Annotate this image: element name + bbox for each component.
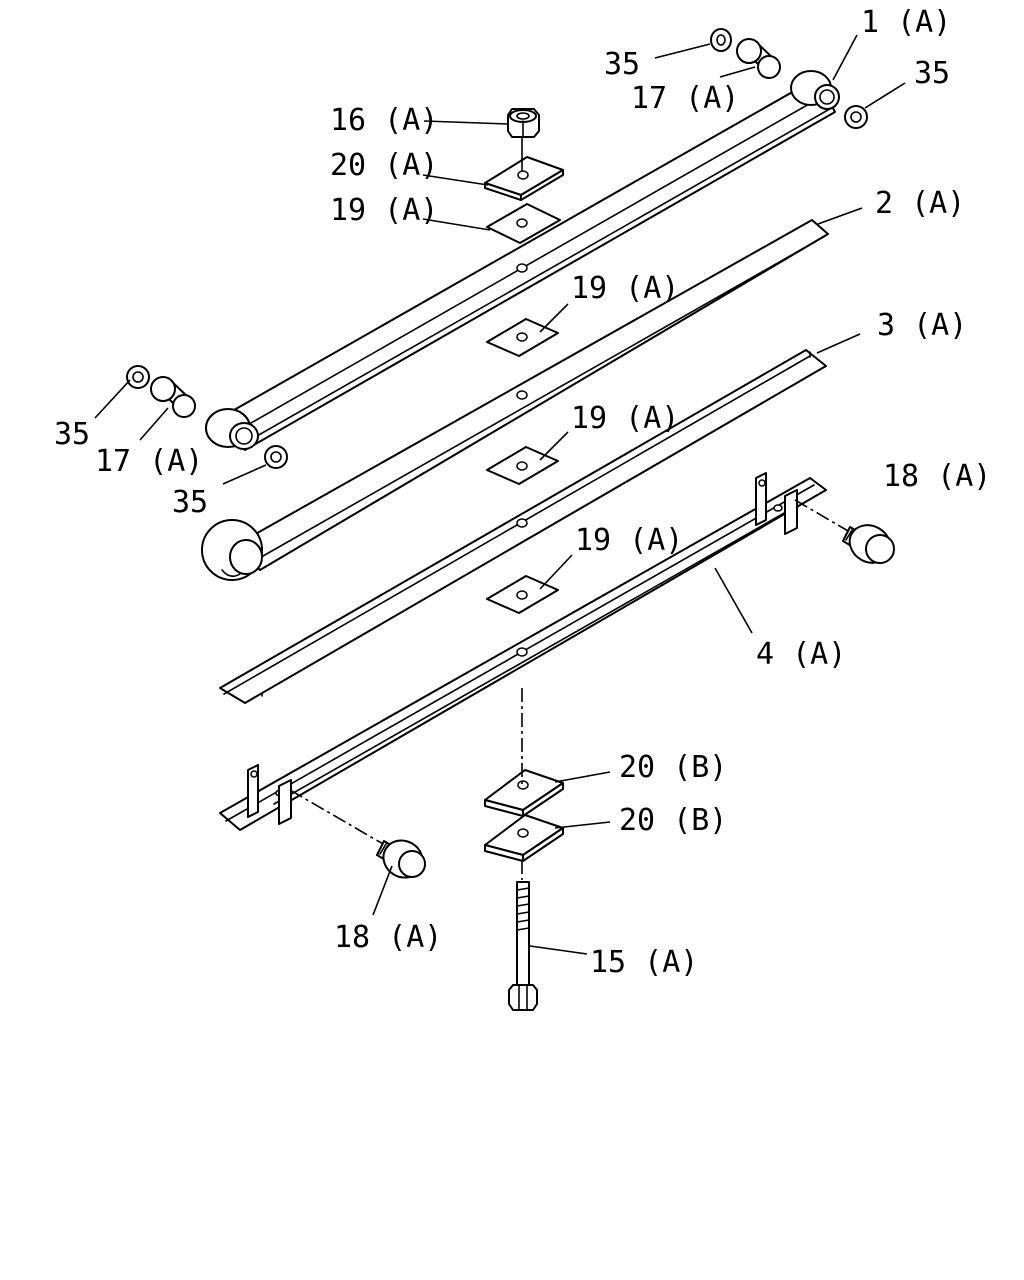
pad-19a-3	[486, 446, 559, 485]
label-1a: 1 (A)	[861, 5, 951, 40]
label-17a-left: 17 (A)	[95, 444, 203, 479]
label-35-right: 35	[914, 56, 950, 91]
leaf-3	[219, 349, 827, 704]
label-19a-4: 19 (A)	[575, 523, 683, 558]
label-20b-2: 20 (B)	[619, 803, 727, 838]
leaf-1-left-eye	[205, 408, 259, 450]
leaf-2	[201, 219, 829, 581]
washer-35-left	[126, 365, 150, 389]
washer-35-bottom	[264, 445, 288, 469]
label-3a: 3 (A)	[877, 308, 967, 343]
label-16a: 16 (A)	[330, 103, 438, 138]
label-35-top: 35	[604, 47, 640, 82]
clip-bolt-18a-bottom	[376, 839, 426, 879]
center-bolt-15a	[508, 881, 538, 1011]
part-labels: 1 (A) 35 17 (A) 35 16 (A) 20 (A) 19 (A) …	[54, 5, 991, 980]
plate-20b-lower	[484, 814, 564, 862]
clip-bolt-18a-right	[842, 524, 895, 564]
label-18a-right: 18 (A)	[883, 459, 991, 494]
clamp-plate-20a	[484, 156, 564, 201]
leaf-2-eye	[201, 519, 263, 581]
label-20a: 20 (A)	[330, 148, 438, 183]
bushing-17a-top	[736, 38, 781, 79]
label-35-bottom: 35	[172, 485, 208, 520]
plate-20b-upper	[484, 769, 564, 817]
label-15a: 15 (A)	[590, 945, 698, 980]
label-19a-3: 19 (A)	[571, 401, 679, 436]
label-17a-top: 17 (A)	[631, 81, 739, 116]
label-19a-2: 19 (A)	[571, 271, 679, 306]
washer-35-top	[710, 28, 732, 52]
pad-19a-4	[486, 575, 559, 614]
leader-lines	[94, 34, 906, 955]
leaf-4-right-clip	[755, 472, 798, 535]
leaf-4-left-clip	[247, 764, 292, 825]
label-19a-top: 19 (A)	[330, 193, 438, 228]
label-35-left: 35	[54, 417, 90, 452]
label-2a: 2 (A)	[875, 186, 965, 221]
leaf-4	[219, 472, 827, 831]
pad-19a-top	[486, 203, 561, 244]
bushing-17a-left	[150, 376, 196, 418]
label-20b-1: 20 (B)	[619, 750, 727, 785]
leaf-1	[205, 70, 840, 451]
pad-19a-2	[486, 318, 559, 357]
nut-16a	[507, 108, 540, 172]
label-4a: 4 (A)	[756, 637, 846, 672]
washer-35-right	[844, 105, 868, 129]
label-18a-bottom: 18 (A)	[334, 920, 442, 955]
leaf-1-right-eye	[790, 70, 840, 110]
